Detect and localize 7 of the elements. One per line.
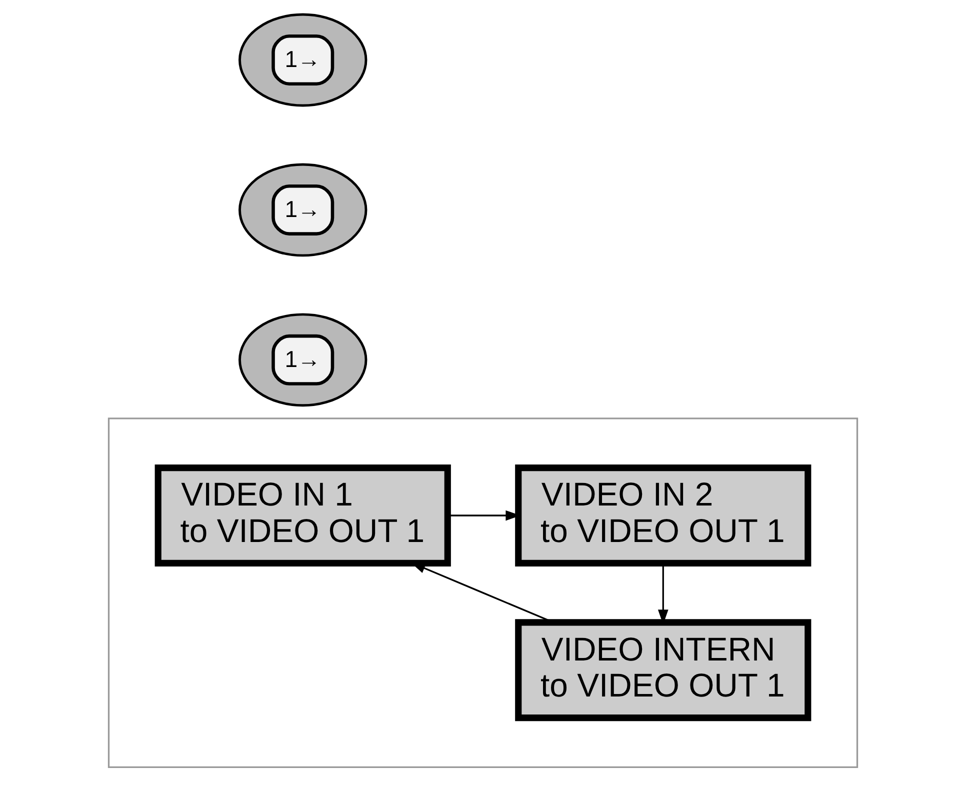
cluster: [107, 418, 858, 768]
node-ellipse: 1→: [238, 13, 367, 107]
node-ellipse: 1→: [238, 313, 367, 407]
node-box: VIDEO INTERN to VIDEO OUT 1: [514, 619, 811, 722]
node-ellipse: 1→: [238, 163, 367, 257]
node-box: VIDEO IN 1 to VIDEO OUT 1: [154, 464, 450, 566]
node-box: VIDEO IN 2 to VIDEO OUT 1: [514, 464, 811, 566]
